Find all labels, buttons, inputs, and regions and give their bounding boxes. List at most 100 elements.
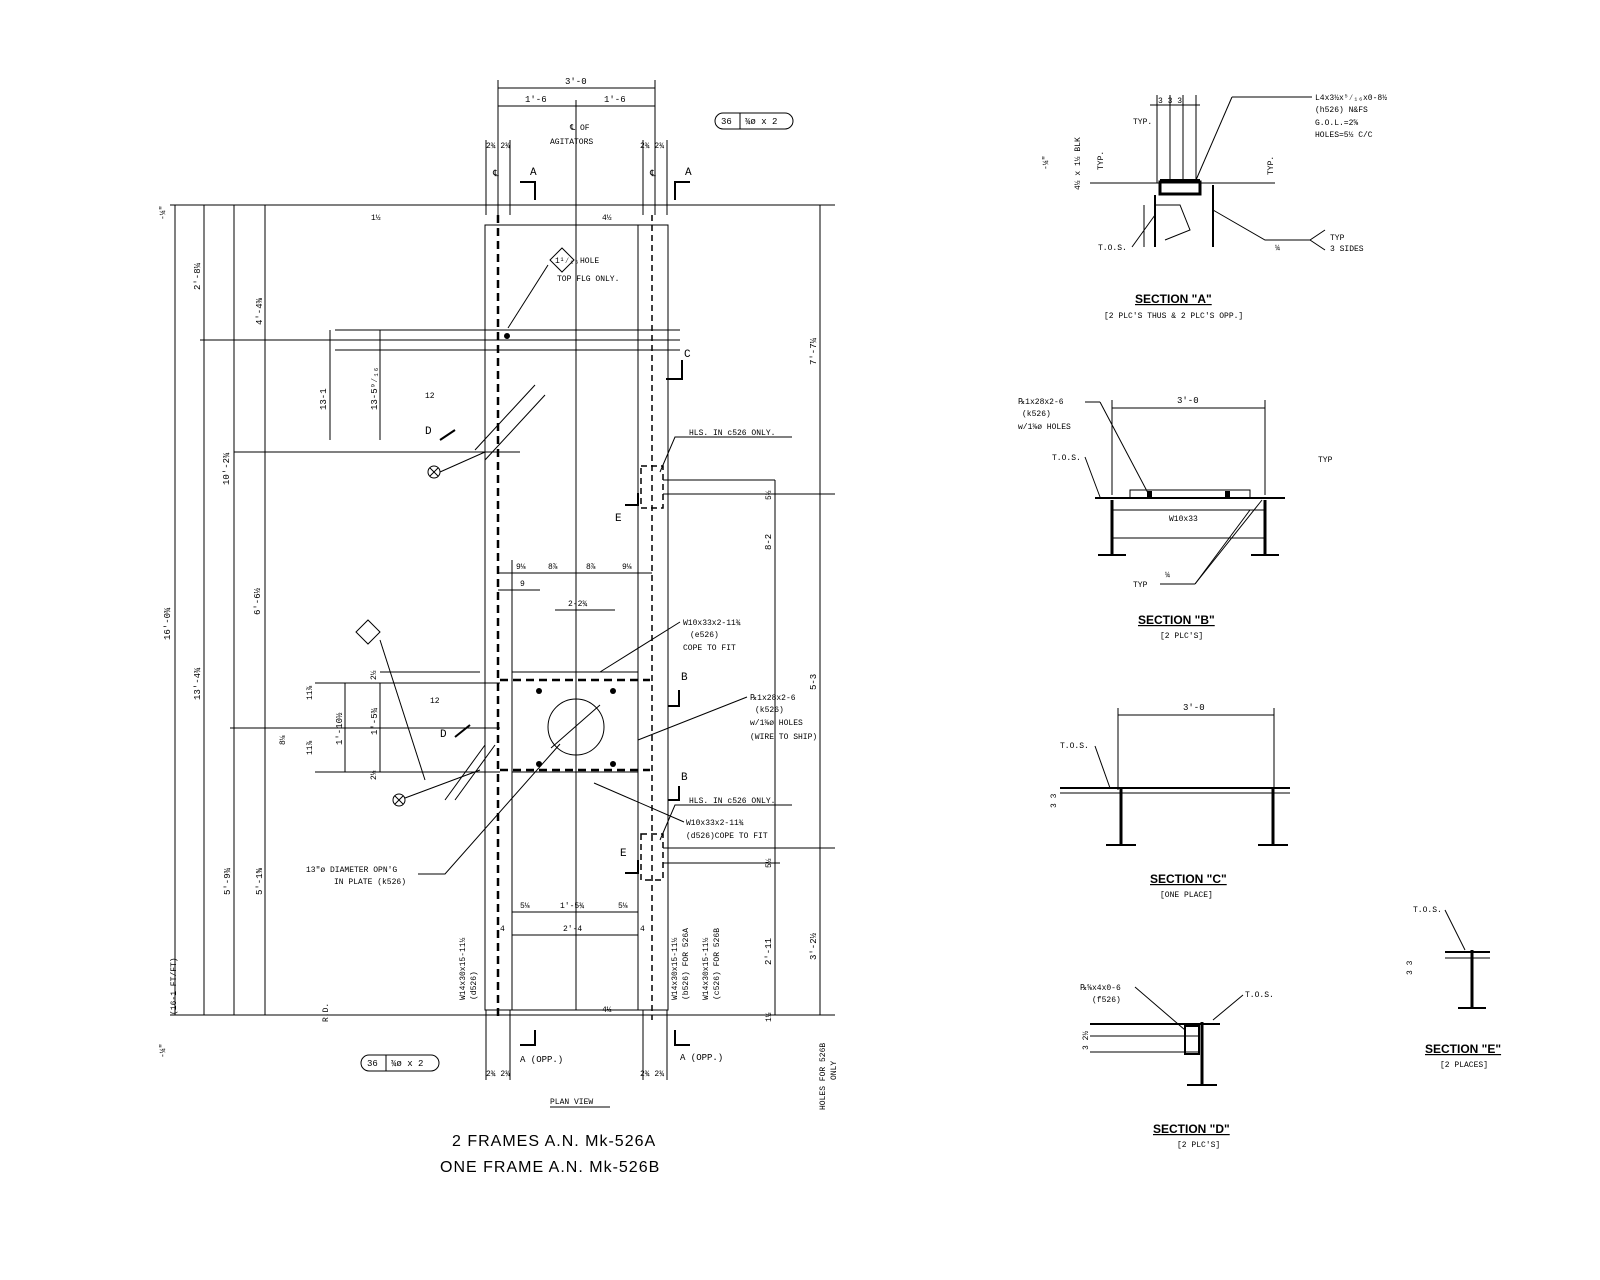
dim-1-half-bot: 1½ <box>765 1012 774 1022</box>
section-a-weld-size: ¼ <box>1275 244 1280 253</box>
dim-1-5: 1'-5¾ <box>560 902 584 911</box>
bolt-tag-bottom-count: 36 <box>367 1059 378 1069</box>
opening-note-line-1: 13"ø DIAMETER OPN'G <box>306 866 397 875</box>
holes-526b-note-1: HOLES FOR 526B <box>819 1043 828 1110</box>
dim-4-right: 4 <box>640 925 645 934</box>
section-c-title: SECTION "C" <box>1150 872 1227 886</box>
section-c-detail: 3'-0 T.O.S. 3 3 SECTION "C" [ONE PLACE] <box>1050 703 1290 900</box>
dim-5-half-bot: 5½ <box>765 858 774 868</box>
hls-note-1: HLS. IN c526 ONLY. <box>689 429 775 438</box>
holes-526b-note-2: ONLY <box>830 1061 839 1080</box>
dim-11-bot: 11⅞ <box>306 740 315 755</box>
beam-1-note-line-3: COPE TO FIT <box>683 644 736 653</box>
dim-9-1-right: 9⅛ <box>622 563 632 572</box>
section-c-tos: T.O.S. <box>1060 742 1089 751</box>
section-a-dims: 3 3 3 <box>1158 97 1182 106</box>
dim-13-1: 13-1 <box>319 388 329 410</box>
section-a-typ-right: TYP. <box>1267 156 1276 175</box>
dim-2-11: 2'-11 <box>764 938 774 965</box>
section-b-title: SECTION "B" <box>1138 613 1215 627</box>
section-c-dim: 3 3 <box>1050 793 1059 808</box>
minus-quarter-bottom: -¼" <box>159 1044 168 1058</box>
section-b-marker-top: B <box>681 672 688 684</box>
dim-8: 8⅛ <box>279 735 288 745</box>
section-a-angle-4: HOLES=5½ C/C <box>1315 131 1373 140</box>
dim-10-2: 10'-2¾ <box>222 452 232 485</box>
dim-7-7: 7'-7¼ <box>809 337 819 365</box>
section-b-plate-1: ℞1x28x2-6 <box>1018 398 1064 407</box>
beam-2-note-line-2: (d526)COPE TO FIT <box>686 832 768 841</box>
dim-5-3: 5-3 <box>809 674 819 690</box>
edge-dim-bottom-right: 2¾ 2¾ <box>640 1070 664 1079</box>
section-b-typ-left: TYP <box>1133 581 1148 590</box>
dim-5-half-top: 5½ <box>765 490 774 500</box>
beam-2-note-line-1: W10x33x2-11¾ <box>686 819 744 828</box>
section-a-opp-left: A (OPP.) <box>520 1055 563 1065</box>
section-b-tos: T.O.S. <box>1052 454 1081 463</box>
dim-8-2: 8-2 <box>764 534 774 550</box>
section-e-detail: T.O.S. 3 3 SECTION "E" [2 PLACES] <box>1406 906 1501 1070</box>
section-a-typ-vertical: TYP. <box>1097 151 1106 170</box>
section-d-subtitle: [2 PLC'S] <box>1177 1141 1220 1150</box>
dim-4-half-top: 4½ <box>602 214 612 223</box>
section-a-detail: 3 3 3 TYP. L4x3½x⁵⁄₁₆x0-8½ (h526) N&FS G… <box>1042 94 1387 321</box>
rd-note: R.D. <box>322 1003 331 1022</box>
dim-8-7-right: 8⅞ <box>586 563 596 572</box>
col-mid-note-2: (b526) FOR 526A <box>682 928 691 1000</box>
section-c-width: 3'-0 <box>1183 703 1205 713</box>
dim-9: 9 <box>520 580 525 589</box>
dim-5-9: 5'-9¾ <box>223 867 233 895</box>
dim-2-half-bot: 2½ <box>370 770 379 780</box>
section-a-blk: 4½ x 1½ BLK <box>1074 137 1083 190</box>
section-d-detail: ℞⅝x4x0-6 (f526) T.O.S. 3 2½ SECTION "D" … <box>1080 984 1274 1150</box>
section-b-marker-bottom: B <box>681 772 688 784</box>
section-a-weld-typ: TYP <box>1330 234 1345 243</box>
section-a-title: SECTION "A" <box>1135 292 1212 306</box>
dim-4-4: 4'-4⅜ <box>255 297 265 325</box>
dim-13-4: 13'-4¾ <box>193 667 203 700</box>
beam-1-note-line-1: W10x33x2-11¾ <box>683 619 741 628</box>
dim-6-6: 6'-6½ <box>253 587 263 615</box>
plate-note-line-4: (WIRE TO SHIP) <box>750 733 817 742</box>
col-right-note-1: W14x30x15-11½ <box>702 937 711 1000</box>
dim-11-top: 11⅞ <box>306 685 315 700</box>
section-e-title: SECTION "E" <box>1425 1042 1501 1056</box>
section-a-typ: TYP. <box>1133 118 1152 127</box>
section-b-typ-right: TYP <box>1318 456 1333 465</box>
edge-dim-top-left: 2¾ 2¾ <box>486 142 510 151</box>
section-d-title: SECTION "D" <box>1153 1122 1230 1136</box>
section-e-subtitle: [2 PLACES] <box>1440 1061 1488 1070</box>
plate-note-line-1: ℞1x28x2-6 <box>750 694 796 703</box>
cl-agitators-label-2: AGITATORS <box>550 138 593 147</box>
section-b-subtitle: [2 PLC'S] <box>1160 632 1203 641</box>
bolt-tag-top-bolt: ¾ø x 2 <box>745 117 777 127</box>
hole-note-line-2: TOP FLG ONLY. <box>557 275 619 284</box>
section-b-width: 3'-0 <box>1177 396 1199 406</box>
dim-5-1-right: 5⅛ <box>618 902 628 911</box>
section-a-angle-1: L4x3½x⁵⁄₁₆x0-8½ <box>1315 94 1387 103</box>
section-c-marker: C <box>684 349 691 361</box>
section-c-subtitle: [ONE PLACE] <box>1160 891 1213 900</box>
dim-5-1-left: 5⅛ <box>520 902 530 911</box>
section-d-tos: T.O.S. <box>1245 991 1274 1000</box>
dim-4-left: 4 <box>500 925 505 934</box>
section-a-angle-2: (h526) N&FS <box>1315 106 1368 115</box>
bolt-tag-bottom-bolt: ¾ø x 2 <box>391 1059 423 1069</box>
section-e-marker-bottom: E <box>620 848 627 860</box>
dim-12-bottom: 12 <box>430 697 440 706</box>
section-b-beam: W10x33 <box>1169 515 1198 524</box>
fp-note: (16-1 FT/FT) <box>170 957 179 1015</box>
section-e-dim: 3 3 <box>1406 960 1415 975</box>
dim-5-1: 5'-1⅝ <box>255 867 265 895</box>
dim-1-10: 1'-10½ <box>335 712 345 745</box>
section-a-angle-3: G.O.L.=2⅝ <box>1315 119 1358 128</box>
dim-1-half-top: 1½ <box>371 214 381 223</box>
hls-note-2: HLS. IN c526 ONLY. <box>689 797 775 806</box>
section-d-plate-2: (f526) <box>1092 996 1121 1005</box>
section-b-plate-2: (k526) <box>1022 410 1051 419</box>
plate-note-line-2: (k526) <box>755 706 784 715</box>
section-d-marker-bottom: D <box>440 729 447 741</box>
dim-half-right: 1'-6 <box>604 95 626 105</box>
hole-note-line-1: HOLE <box>580 257 599 266</box>
